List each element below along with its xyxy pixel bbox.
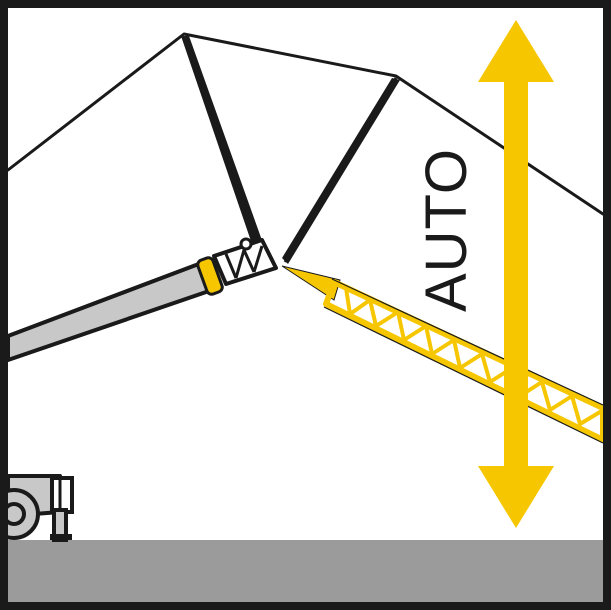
ground xyxy=(8,540,603,602)
auto-label: AUTO xyxy=(414,148,479,312)
boom-head xyxy=(196,237,278,296)
crane-carrier xyxy=(0,474,74,542)
suspension-lines xyxy=(6,32,605,216)
main-boom xyxy=(6,260,214,362)
double-headed-vertical-arrow-icon xyxy=(478,20,554,528)
